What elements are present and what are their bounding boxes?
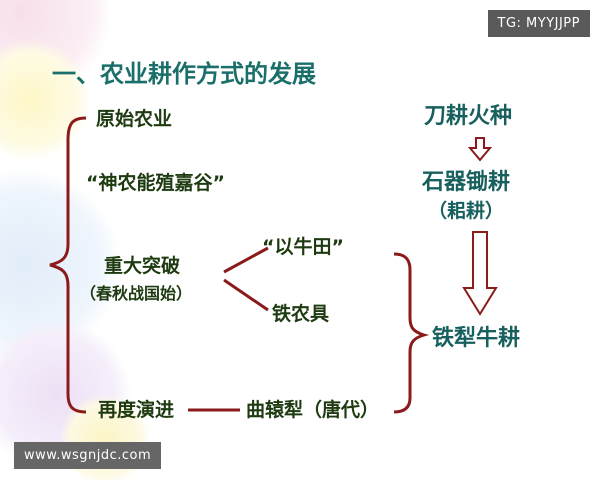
node-shiqi-chugeng: 石器锄耕	[422, 170, 511, 195]
node-quyuanli: 曲辕犁（唐代）	[246, 399, 380, 421]
node-sigeng: （耜耕）	[428, 200, 505, 222]
fork-to-yiniutian	[223, 246, 269, 274]
node-chunqiu-zhanguo: （春秋战国始）	[80, 284, 193, 303]
arrow-down-large	[462, 231, 498, 316]
fork-to-tienongju	[223, 278, 269, 312]
watermark-bottom-left: www.wsgnjdc.com	[14, 442, 162, 469]
node-yuanshi-nongye: 原始农业	[96, 108, 173, 130]
node-yiniutian: “以牛田”	[262, 236, 344, 258]
node-zaidu-yanjin: 再度演进	[98, 399, 175, 421]
node-shennong: “神农能殖嘉谷”	[86, 172, 225, 194]
arrow-down-small	[467, 137, 493, 162]
page-title: 一、农业耕作方式的发展	[52, 60, 316, 88]
node-tieli-niugeng: 铁犁牛耕	[432, 326, 521, 351]
node-zhongda-tupo: 重大突破	[104, 255, 181, 277]
right-brace	[393, 252, 430, 414]
watermark-top-right: TG: MYYJJPP	[487, 10, 590, 37]
node-tienongju: 铁农具	[272, 303, 330, 325]
left-brace	[49, 116, 87, 414]
node-daogeng-huozhong: 刀耕火种	[424, 104, 513, 129]
